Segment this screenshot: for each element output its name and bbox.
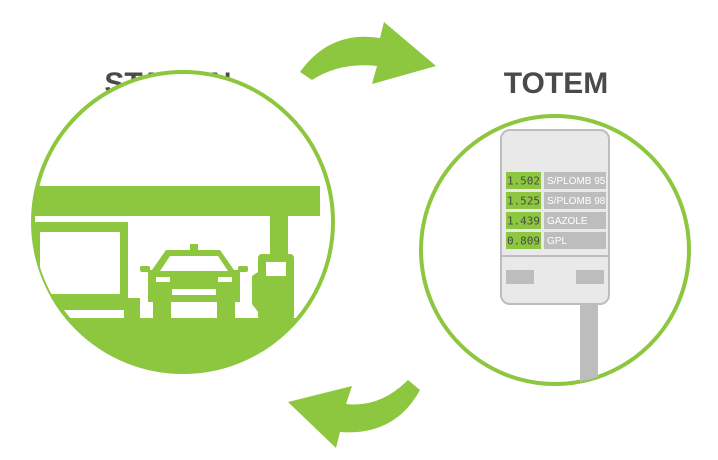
fuel-name: S/PLOMB 98 [547,196,606,207]
price-value: 0.809 [507,235,540,248]
price-box [506,192,541,209]
fuel-pump-icon [252,254,294,322]
price-value: 1.525 [507,195,540,208]
totem-label: TOTEM [504,67,608,100]
fuel-box [544,232,606,249]
price-value: 1.439 [507,215,540,228]
price-value: 1.502 [507,175,540,188]
fuel-box [544,212,606,229]
totem-row: 1.525 S/PLOMB 98 [506,192,606,209]
fuel-name: S/PLOMB 95 [547,176,606,187]
price-box [506,172,541,189]
price-box [506,212,541,229]
totem-row: 1.502 S/PLOMB 95 [506,172,606,189]
totem-price-rows: 1.502 S/PLOMB 95 1.525 S/PLOMB 98 1.439 GAZOL… [506,172,606,249]
price-totem-icon: 1.502 S/PLOMB 95 1.525 S/PLOMB 98 1.439 GAZOL… [500,129,610,384]
arrow-top-icon [300,22,436,84]
fuel-box [544,172,606,189]
fuel-box [544,192,606,209]
station-circle [31,70,335,374]
totem-circle: 1.502 S/PLOMB 95 1.525 S/PLOMB 98 1.439 GAZOL… [419,114,691,386]
price-box [506,232,541,249]
fuel-name: GAZOLE [547,216,588,227]
fuel-name: GPL [547,236,567,247]
totem-row: 0.809 GPL [506,232,606,249]
arrow-bottom-icon [288,380,420,448]
car-icon [140,244,248,320]
totem-row: 1.439 GAZOLE [506,212,606,229]
